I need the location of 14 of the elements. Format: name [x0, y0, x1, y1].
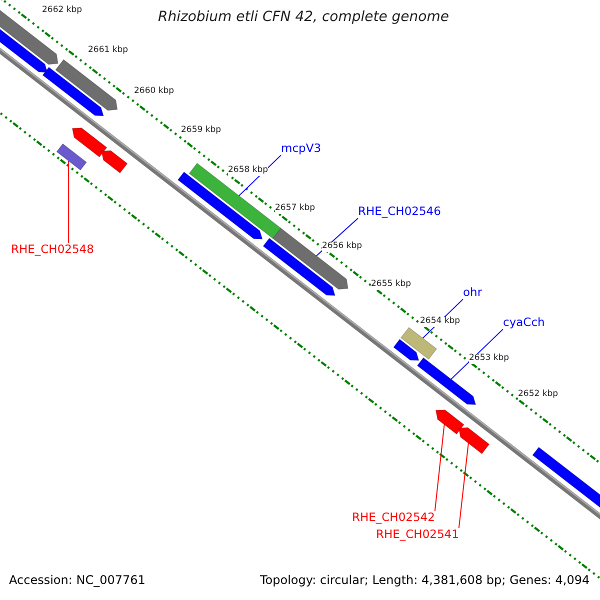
scale-label: 2659 kbp — [181, 126, 222, 136]
scale-label: 2661 kbp — [88, 46, 128, 56]
scale-label: 2653 kbp — [469, 354, 510, 364]
scale-label: 2662 kbp — [42, 6, 82, 16]
diagram-title: Rhizobium etli CFN 42, complete genome — [158, 9, 449, 26]
scale-label: 2652 kbp — [518, 390, 558, 400]
scale-label: 2655 kbp — [371, 280, 412, 290]
scale-label: 2660 kbp — [134, 87, 174, 97]
scale-label: 2654 kbp — [420, 317, 460, 327]
scale-label: 2656 kbp — [322, 242, 362, 252]
accession-label: Accession: NC_007761 — [9, 574, 146, 588]
scale-label: 2658 kbp — [228, 166, 268, 176]
scale-label: 2657 kbp — [275, 204, 316, 214]
genome-summary: Topology: circular; Length: 4,381,608 bp; Genes: 4,094 — [260, 574, 590, 588]
